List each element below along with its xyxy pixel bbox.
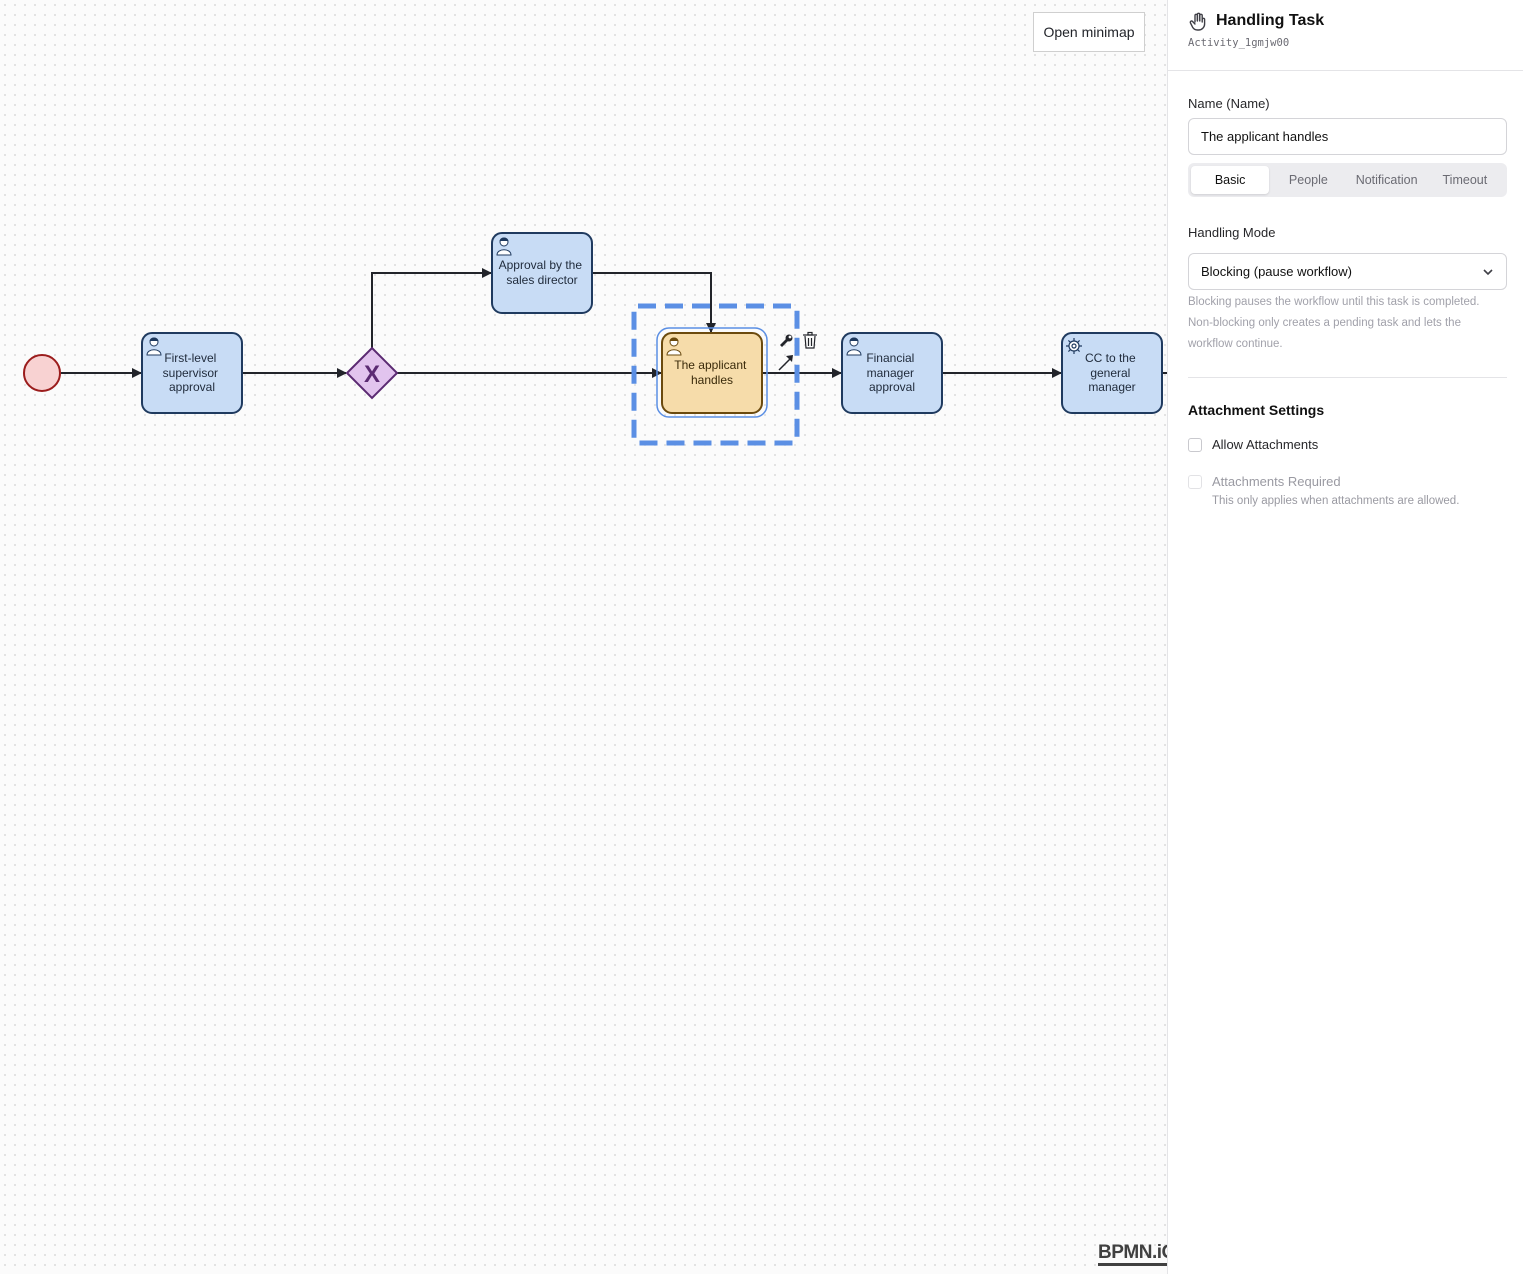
attachment-settings-heading: Attachment Settings bbox=[1188, 402, 1325, 418]
flow-gateway-to-sales-director[interactable] bbox=[371, 268, 492, 348]
chevron-down-icon bbox=[1483, 268, 1493, 275]
panel-title: Handling Task bbox=[1216, 12, 1325, 29]
task-label-line: Approval by the bbox=[499, 258, 583, 272]
attachments-required-label: Attachments Required bbox=[1212, 474, 1341, 489]
handling-mode-label: Handling Mode bbox=[1188, 225, 1276, 240]
selection-outline bbox=[631, 303, 800, 446]
user-task-icon bbox=[666, 337, 682, 356]
wrench-icon[interactable] bbox=[780, 334, 793, 348]
panel-header: Handling Task Activity_1gmjw00 bbox=[1168, 0, 1523, 71]
task-label-line: manager bbox=[867, 366, 914, 380]
bpmn-canvas[interactable]: First-level supervisor approval X Approv… bbox=[0, 0, 1167, 1274]
user-task-icon bbox=[846, 337, 862, 356]
trash-icon[interactable] bbox=[803, 331, 817, 349]
task-label-line: sales director bbox=[506, 273, 577, 287]
exclusive-gateway[interactable]: X bbox=[345, 346, 399, 400]
task-label-line: CC to the bbox=[1085, 351, 1136, 365]
svg-text:CC to the general: CC to the general manager bbox=[1085, 351, 1139, 394]
start-event[interactable] bbox=[23, 354, 61, 392]
allow-attachments-label: Allow Attachments bbox=[1212, 437, 1319, 452]
hand-icon bbox=[1189, 12, 1206, 31]
element-id: Activity_1gmjw00 bbox=[1188, 37, 1290, 49]
open-minimap-button[interactable]: Open minimap bbox=[1033, 12, 1145, 52]
attachments-required-checkbox bbox=[1188, 474, 1202, 489]
task-label-line: supervisor bbox=[163, 366, 218, 380]
handling-mode-select[interactable]: Blocking (pause workflow) bbox=[1188, 253, 1507, 290]
task-label-line: approval bbox=[869, 380, 915, 394]
task-label-line: Financial bbox=[866, 351, 914, 365]
svg-text:Financial manager: Financial manager approval bbox=[866, 351, 917, 394]
selection-halo bbox=[656, 327, 768, 418]
svg-text:Approval by the sales: Approval by the sales director bbox=[499, 258, 586, 287]
gateway-x-marker: X bbox=[364, 361, 380, 388]
task-label-line: handles bbox=[691, 373, 733, 387]
tab-notification[interactable]: Notification bbox=[1355, 173, 1418, 187]
task-label-line: approval bbox=[169, 380, 215, 394]
divider bbox=[1188, 377, 1507, 378]
task-sales-director-approval[interactable]: Approval by the sales director bbox=[491, 232, 593, 314]
attachments-required-help: This only applies when attachments are a… bbox=[1212, 495, 1460, 507]
flow-sales-director-to-applicant[interactable] bbox=[593, 272, 716, 333]
panel-tabs: Basic People Notification Timeout bbox=[1188, 163, 1507, 197]
task-label-line: The applicant bbox=[674, 358, 747, 372]
allow-attachments-row[interactable]: Allow Attachments bbox=[1188, 437, 1318, 452]
connect-arrow-icon[interactable] bbox=[778, 355, 793, 371]
bpmn-diagram[interactable]: First-level supervisor approval X Approv… bbox=[0, 0, 1167, 1274]
name-label: Name (Name) bbox=[1188, 96, 1270, 111]
user-task-icon bbox=[146, 337, 162, 356]
user-task-icon bbox=[496, 237, 512, 256]
tab-basic[interactable]: Basic bbox=[1191, 166, 1270, 194]
handling-mode-value: Blocking (pause workflow) bbox=[1201, 264, 1353, 279]
svg-text:First-level supervisor: First-level supervisor approval bbox=[163, 351, 222, 394]
properties-panel: Handling Task Activity_1gmjw00 Name (Nam… bbox=[1167, 0, 1523, 1274]
task-label-line: First-level bbox=[164, 351, 216, 365]
task-label-line: general bbox=[1090, 366, 1130, 380]
attachments-required-row: Attachments Required bbox=[1188, 474, 1341, 489]
svg-text:The applicant handles: The applicant handles bbox=[674, 358, 749, 387]
allow-attachments-checkbox[interactable] bbox=[1188, 437, 1202, 452]
task-financial-manager-approval[interactable]: Financial manager approval bbox=[841, 332, 943, 414]
context-pad bbox=[778, 331, 817, 371]
task-first-level-supervisor-approval[interactable]: First-level supervisor approval bbox=[141, 332, 243, 414]
name-input[interactable] bbox=[1188, 118, 1507, 155]
handling-mode-help: Blocking pauses the workflow until this … bbox=[1188, 296, 1480, 350]
tab-timeout[interactable]: Timeout bbox=[1442, 173, 1488, 187]
sequence-flows bbox=[61, 268, 1167, 378]
tab-people[interactable]: People bbox=[1288, 173, 1328, 187]
task-cc-general-manager[interactable]: CC to the general manager bbox=[1061, 332, 1163, 414]
task-label-line: manager bbox=[1088, 380, 1135, 394]
gear-icon bbox=[1066, 338, 1082, 354]
task-applicant-handles-selected[interactable]: The applicant handles bbox=[631, 303, 800, 446]
bpmn-io-logo[interactable]: BPMN.iO bbox=[1098, 1243, 1167, 1266]
